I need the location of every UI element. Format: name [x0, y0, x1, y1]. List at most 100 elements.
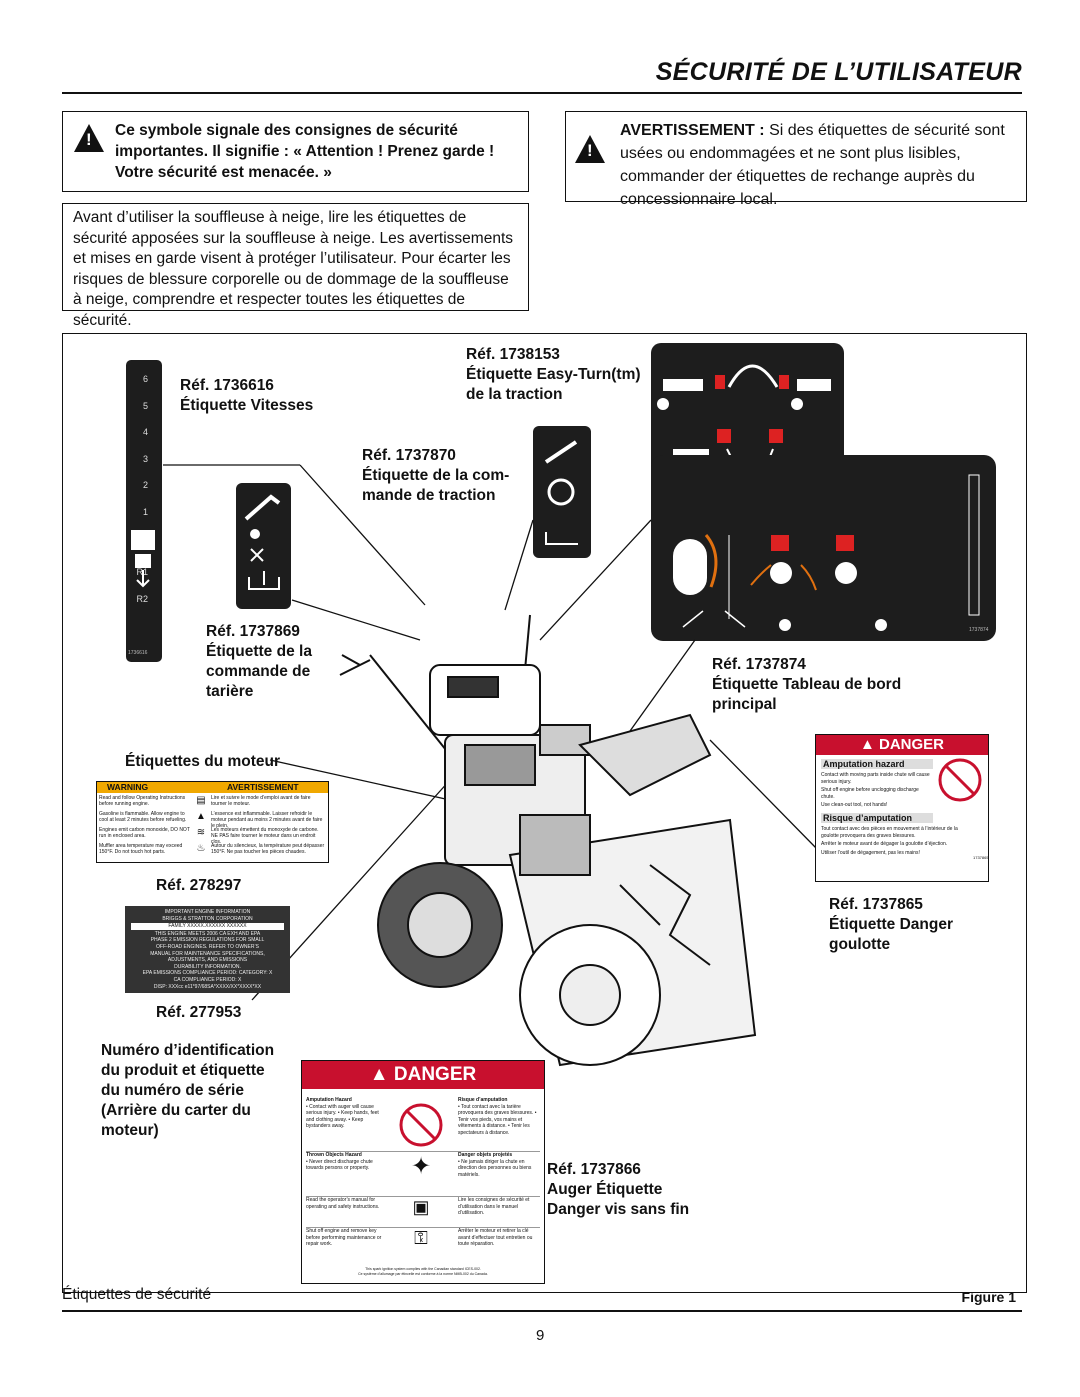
symbol-notice-text: Ce symbole signale des consignes de sécu…: [115, 122, 495, 181]
ref-1737870: Réf. 1737870: [362, 447, 456, 464]
name-1737870-2: mande de traction: [362, 487, 496, 504]
name-277953-1: Numéro d’identification: [101, 1042, 275, 1059]
chute-hazard-fr: Risque d’amputation: [821, 813, 933, 823]
danger-triangle-icon: ▲: [369, 1064, 394, 1085]
engine-warning-row: Muffler area temperature may exceed 150°…: [99, 843, 326, 859]
ref-1737865: Réf. 1737865: [829, 896, 923, 913]
traction-control-icon: [544, 440, 578, 545]
speed-tick: 4: [142, 427, 148, 437]
auger-row: Thrown Objects Hazard• Never direct disc…: [306, 1151, 540, 1196]
name-1737866-2: Danger vis sans fin: [547, 1201, 690, 1218]
warning-notice-box: AVERTISSEMENT : Si des étiquettes de séc…: [565, 111, 1027, 208]
speed-tick: R2: [136, 593, 148, 604]
emission-line: THIS ENGINE MEETS 2006 CA EXH AND EPA: [154, 930, 261, 937]
symbol-notice-box: Ce symbole signale des consignes de sécu…: [62, 111, 529, 192]
hot-surface-icon: ♨: [196, 843, 206, 854]
chute-danger-header: ▲ DANGER: [816, 735, 988, 755]
emission-line: EPA EMISSIONS COMPLIANCE PERIOD: CATEGOR…: [142, 970, 273, 977]
footer-rule: [62, 1310, 1022, 1312]
name-277953-3: du numéro de série: [101, 1082, 244, 1099]
engine-warning-fr: AVERTISSEMENT: [227, 782, 299, 792]
engine-warning-row: Read and follow Operating Instructions b…: [99, 795, 326, 811]
engine-warning-rows: Read and follow Operating Instructions b…: [99, 795, 326, 859]
ref-1737869: Réf. 1737869: [206, 623, 300, 640]
name-1737869-3: tarière: [206, 683, 254, 700]
figure-frame: [62, 333, 1027, 1293]
emission-line: BRIGGS & STRATTON CORPORATION: [162, 915, 253, 922]
emission-line: DURABILITY INFORMATION.: [174, 963, 241, 970]
chute-en-text: Contact with moving parts inside chute w…: [821, 772, 930, 808]
emission-line: ADJUSTMENTS, AND EMISSIONS: [167, 957, 248, 964]
warning-notice-body: Si des étiquettes de sécurité sont usées…: [620, 122, 1005, 208]
dashboard-decal: 1737874: [651, 455, 996, 641]
name-277953-4: (Arrière du carter du: [101, 1102, 251, 1119]
name-277953-2: du produit et étiquette: [101, 1062, 265, 1079]
label-1737866: Réf. 1737866 Auger Étiquette Danger vis …: [547, 1160, 689, 1220]
figure-number: Figure 1: [961, 1289, 1016, 1305]
name-1737865-1: Étiquette Danger: [829, 916, 954, 933]
intro-box: Avant d’utiliser la souffleuse à neige, …: [62, 203, 529, 329]
name-1737874-1: Étiquette Tableau de bord: [712, 676, 902, 693]
label-1736616: Réf. 1736616 Étiquette Vitesses: [180, 376, 313, 416]
emission-line: CA COMPLIANCE PERIOD: X: [173, 976, 242, 983]
warning-triangle-icon: [575, 135, 605, 163]
warning-notice-text: AVERTISSEMENT : Si des étiquettes de séc…: [620, 119, 1020, 211]
emission-line: OFF-ROAD ENGINES. REFER TO OWNER’S: [156, 943, 259, 950]
name-1736616: Étiquette Vitesses: [180, 397, 314, 414]
label-1737865: Réf. 1737865 Étiquette Danger goulotte: [829, 895, 953, 955]
speed-tick: 3: [142, 453, 148, 464]
auger-row: Amputation Hazard• Contact with auger wi…: [306, 1097, 540, 1151]
dashboard-diagram: [673, 474, 980, 631]
manual-icon: ▣: [412, 1197, 430, 1217]
emission-line: IMPORTANT ENGINE INFORMATION: [164, 909, 251, 915]
emission-line: MANUAL FOR MAINTENANCE SPECIFICATIONS,: [150, 950, 265, 957]
speed-tick: 5: [142, 400, 148, 411]
emission-decal: IMPORTANT ENGINE INFORMATION BRIGGS & ST…: [125, 906, 290, 993]
engine-warning-row: Gasoline is flammable. Allow engine to c…: [99, 811, 323, 829]
part-1737874: 1737874: [969, 627, 989, 633]
label-1737870: Réf. 1737870 Étiquette de la com- mande …: [362, 446, 509, 506]
page-number: 9: [536, 1327, 545, 1344]
snowblower-illustration: [339, 614, 757, 1067]
engine-warning-en: WARNING: [107, 782, 149, 792]
speed-label-decal: 6 5 4 3 2 1 R1 R2 1736616: [126, 360, 162, 662]
name-1737866-1: Auger Étiquette: [547, 1181, 663, 1198]
auger-row: Shut off engine and remove key before pe…: [306, 1227, 540, 1262]
chute-hazard-en: Amputation hazard: [821, 759, 933, 769]
auger-row: Read the operator’s manual for operating…: [306, 1196, 540, 1227]
label-1738153: Réf. 1738153 Étiquette Easy-Turn(tm) de …: [466, 345, 641, 405]
danger-triangle-icon: ▲: [859, 736, 879, 753]
ref-1737874: Réf. 1737874: [712, 656, 806, 673]
ref-1737866: Réf. 1737866: [547, 1161, 641, 1178]
label-engine: Étiquettes du moteur: [125, 753, 281, 770]
auger-footer: This spark ignition system complies with…: [358, 1267, 488, 1276]
thrown-objects-icon: ✦: [410, 1153, 432, 1180]
intro-paragraph: Avant d’utiliser la souffleuse à neige, …: [73, 209, 513, 329]
speed-tick: 6: [142, 374, 148, 384]
figure-caption: Étiquettes de sécurité: [62, 1286, 212, 1303]
flame-icon: ▲: [196, 811, 206, 822]
fumes-icon: ≋: [196, 827, 206, 838]
engine-warning-decal: WARNING AVERTISSEMENT Read and follow Op…: [96, 781, 329, 863]
emission-line: DISP: XXXcc e11*97/68SA*XXXX/XX*XXXX*XX: [153, 983, 262, 990]
speed-tick: 2: [142, 480, 148, 490]
auger-danger-decal: ▲ DANGER Amputation Hazard• Contact with…: [301, 1060, 545, 1284]
emission-line: PHASE 2 EMISSION REGULATIONS FOR SMALL: [150, 937, 265, 944]
label-1737869: Réf. 1737869 Étiquette de la commande de…: [206, 622, 312, 702]
label-1737874: Réf. 1737874 Étiquette Tableau de bord p…: [712, 655, 901, 715]
no-hands-auger-icon: [399, 1103, 443, 1147]
name-1738153-1: Étiquette Easy-Turn(tm): [466, 366, 641, 383]
name-1738153-2: de la traction: [466, 386, 563, 403]
speed-tick: 1: [142, 506, 148, 517]
name-1737869-1: Étiquette de la: [206, 643, 312, 660]
ref-1738153: Réf. 1738153: [466, 346, 560, 363]
snowblower-icon: [131, 530, 155, 588]
name-1737874-2: principal: [712, 696, 777, 713]
speed-label-part: 1736616: [128, 650, 148, 656]
warning-triangle-icon: [74, 124, 104, 152]
name-1737870-1: Étiquette de la com-: [362, 467, 510, 484]
key-removal-icon: ⚿: [414, 1228, 428, 1248]
engine-warning-header: WARNING AVERTISSEMENT: [97, 782, 328, 793]
label-278297: Réf. 278297: [156, 877, 242, 894]
name-1737869-2: commande de: [206, 663, 311, 680]
